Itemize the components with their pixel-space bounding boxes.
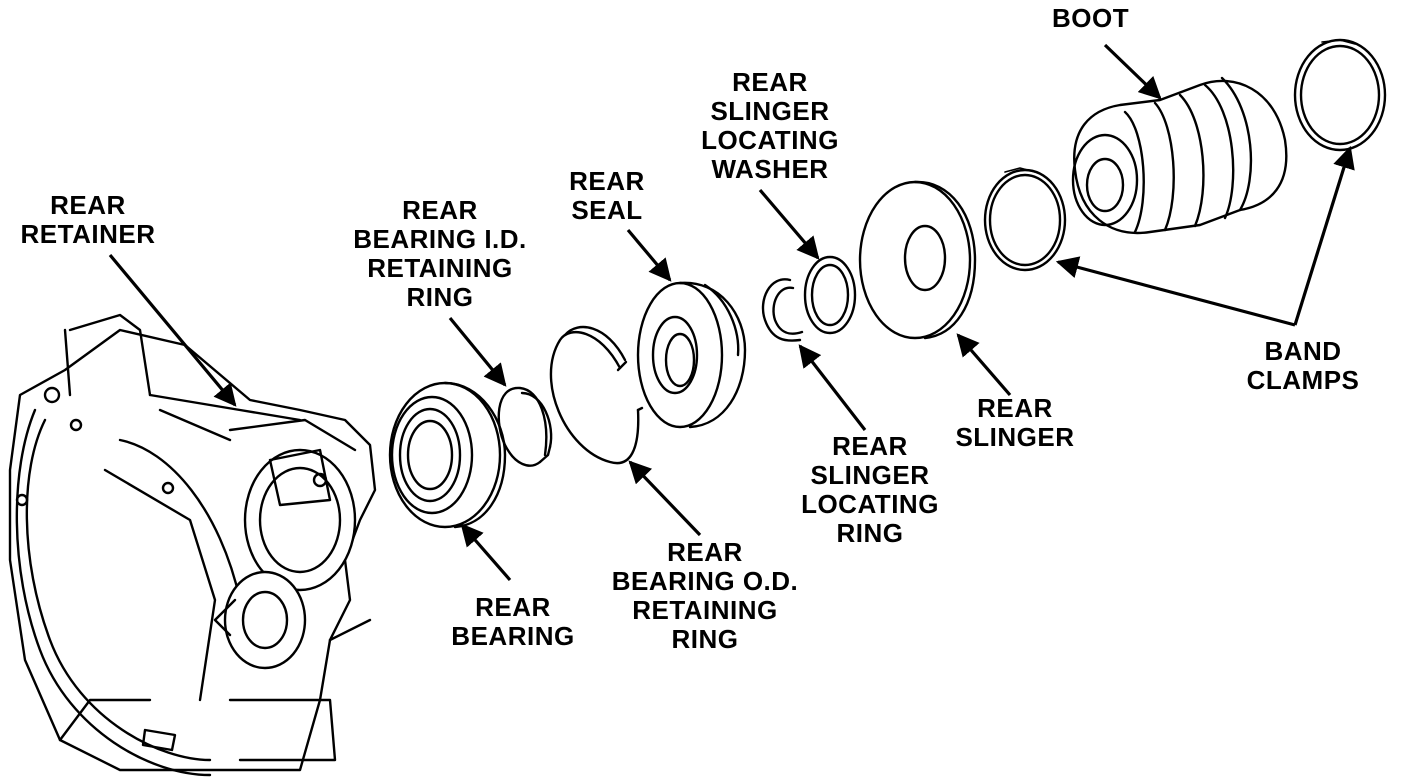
rear-seal-part: [636, 281, 747, 429]
rear-bearing-od-ring-part: [549, 325, 644, 465]
leader-band-clamps-right: [1293, 145, 1355, 326]
label-rear-bearing-od-ring: REAR BEARING O.D. RETAINING RING: [611, 537, 799, 654]
label-rear-seal: REAR SEAL: [569, 166, 645, 225]
leader-rear-bearing-id-ring: [448, 316, 507, 387]
boot-part: [1071, 76, 1288, 235]
label-boot: BOOT: [1052, 3, 1130, 33]
leader-rear-retainer: [108, 253, 237, 407]
label-rear-slinger-locating-ring: REAR SLINGER LOCATING RING: [801, 431, 939, 548]
band-clamp-small-part: [983, 167, 1067, 272]
leader-rear-bearing-od-ring: [628, 460, 702, 537]
leader-rear-seal: [626, 228, 672, 282]
leader-boot: [1103, 43, 1162, 100]
label-rear-bearing: REAR BEARING: [451, 592, 575, 651]
rear-bearing-part: [388, 381, 507, 529]
rear-slinger-part: [858, 180, 977, 340]
leader-rear-slinger: [956, 333, 1012, 397]
rear-bearing-id-ring-part: [497, 386, 553, 467]
label-rear-retainer: REAR RETAINER: [20, 190, 156, 249]
label-rear-slinger-locating-washer: REAR SLINGER LOCATING WASHER: [701, 67, 839, 184]
leader-lines: [108, 43, 1355, 582]
band-clamp-large-part: [1293, 38, 1387, 152]
leader-rear-bearing: [460, 523, 512, 582]
leader-rear-slinger-locating-ring: [798, 344, 867, 431]
rear-slinger-locating-ring-part: [761, 278, 804, 342]
label-rear-bearing-id-ring: REAR BEARING I.D. RETAINING RING: [353, 195, 527, 312]
leader-rear-slinger-locating-washer: [758, 188, 820, 260]
rear-slinger-locating-washer-part: [803, 255, 857, 335]
leader-band-clamps-left: [1055, 256, 1296, 327]
rear-retainer-part: [8, 313, 377, 777]
label-band-clamps: BAND CLAMPS: [1246, 336, 1360, 395]
label-rear-slinger: REAR SLINGER: [955, 393, 1075, 452]
